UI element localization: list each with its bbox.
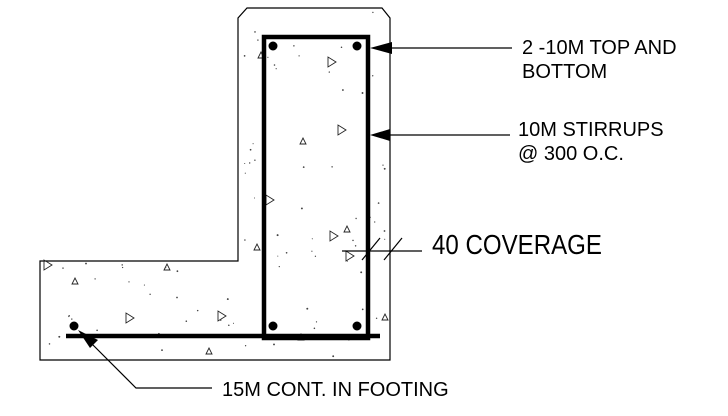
coverage-note: 40 COVERAGE: [432, 229, 602, 260]
concrete-outline: [39, 7, 391, 361]
top-bottom-bars-note-line2: BOTTOM: [522, 61, 608, 83]
stirrups-note: 10M STIRRUPS @ 300 O.C.: [518, 118, 664, 166]
leader-top-bottom: [370, 42, 512, 54]
coverage-dimension: [342, 237, 422, 261]
top-bottom-bars-note-line1: 2 -10M TOP AND: [522, 37, 677, 59]
stirrups-note-line1: 10M STIRRUPS: [518, 119, 664, 141]
footing-bar-note: 15M CONT. IN FOOTING: [222, 379, 449, 401]
top-left-bar: [268, 41, 278, 51]
footing-bar-dot: [69, 321, 79, 331]
leader-footing: [78, 330, 212, 389]
bottom-right-bar: [352, 321, 362, 331]
leader-stirrups: [370, 129, 510, 141]
top-right-bar: [352, 41, 362, 51]
bottom-left-bar: [268, 321, 278, 331]
top-bottom-bars-note: 2 -10M TOP AND BOTTOM: [522, 36, 677, 84]
stirrups-note-line2: @ 300 O.C.: [518, 143, 624, 165]
